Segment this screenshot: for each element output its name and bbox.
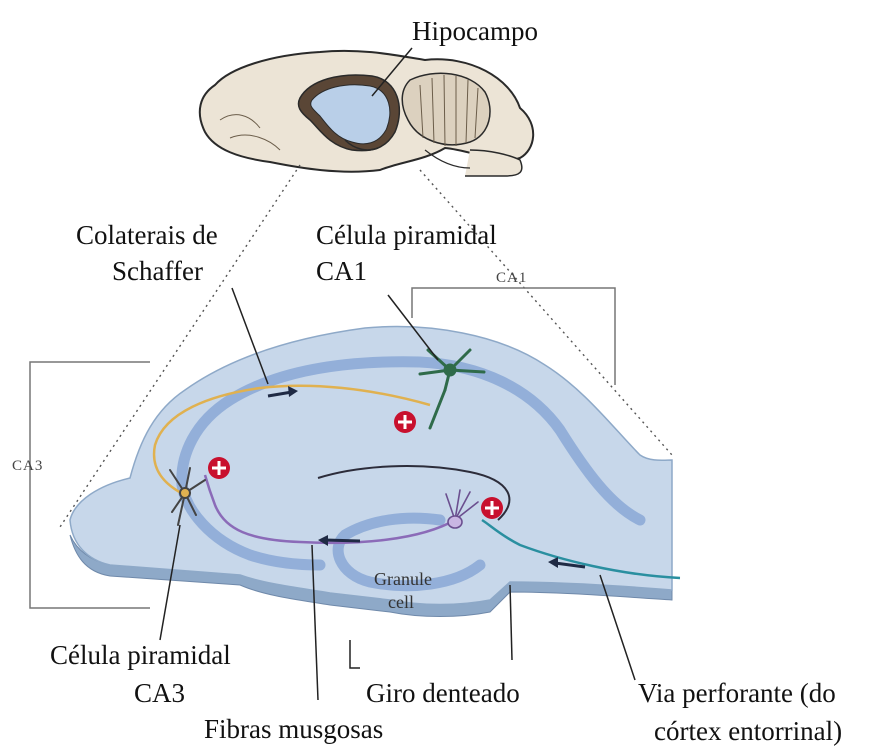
label-granule-line2: cell bbox=[388, 592, 414, 612]
rat-brain-illustration bbox=[200, 51, 533, 176]
label-ca3-region: CA3 bbox=[12, 458, 43, 474]
label-colaterais-line1: Colaterais de bbox=[76, 220, 218, 250]
label-via-line2: córtex entorrinal) bbox=[654, 716, 842, 746]
label-ca1-region: CA1 bbox=[496, 270, 527, 286]
label-ca3-cell-line1: Célula piramidal bbox=[50, 640, 231, 670]
mossy-arrow bbox=[325, 540, 360, 541]
excitatory-synapse-dentate bbox=[481, 497, 503, 519]
label-colaterais-line2: Schaffer bbox=[112, 256, 203, 286]
excitatory-synapse-ca1 bbox=[394, 411, 416, 433]
label-hipocampo: Hipocampo bbox=[412, 16, 538, 46]
hippocampal-slice bbox=[70, 327, 672, 617]
label-via-line1: Via perforante (do bbox=[638, 678, 836, 708]
label-granule-line1: Granule bbox=[374, 569, 432, 589]
label-ca1-cell-line2: CA1 bbox=[316, 256, 367, 286]
label-ca3-cell-line2: CA3 bbox=[134, 678, 185, 708]
label-giro-denteado: Giro denteado bbox=[366, 678, 520, 708]
label-ca1-cell-line1: Célula piramidal bbox=[316, 220, 497, 250]
excitatory-synapse-ca3 bbox=[208, 457, 230, 479]
label-fibras-musgosas: Fibras musgosas bbox=[204, 714, 383, 744]
